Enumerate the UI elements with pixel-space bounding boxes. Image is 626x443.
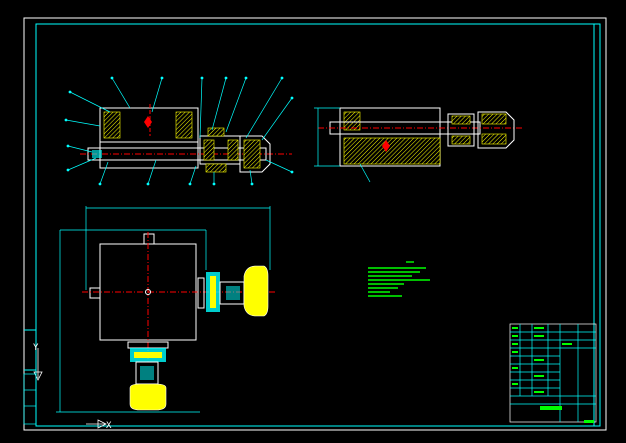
ucs-x-label: X [106,421,112,431]
title-block [509,323,597,423]
technical-notes [368,261,430,297]
drawing-border [23,17,607,431]
left-revision-strip [23,373,37,425]
section-view-top-left [64,76,294,186]
balloon-leader-icon [64,76,294,186]
section-view-top-right [314,107,522,183]
ucs-x-axis-icon [86,419,107,429]
plan-view-bottom-left [56,206,276,413]
title-block-text-marks [512,327,572,393]
ucs-y-label: Y [33,343,39,353]
